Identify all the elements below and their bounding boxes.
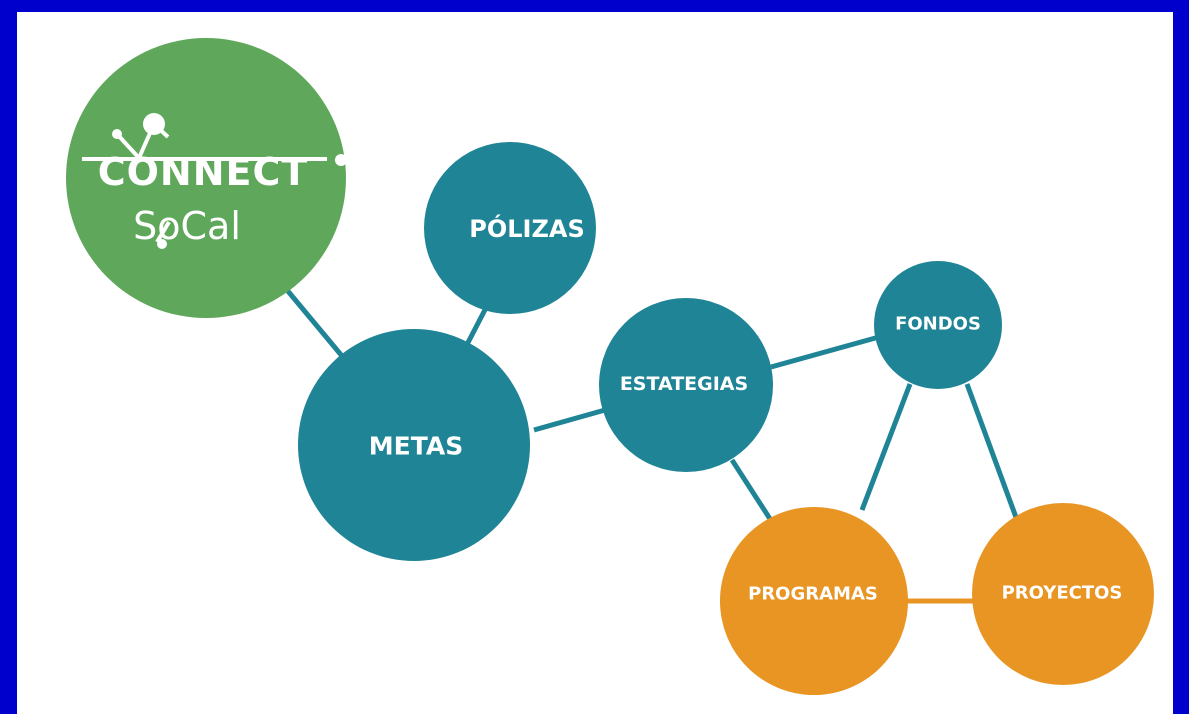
- connector-fondos-proyectos: [964, 383, 1020, 521]
- logo-connect-text: CONNECT: [98, 150, 309, 194]
- molecule-connection-icon: [82, 113, 347, 249]
- node-estategias-circle: [599, 298, 773, 472]
- node-polizas-circle: [424, 142, 596, 314]
- node-metas: METAS: [298, 329, 530, 561]
- connector-estategias-fondos: [770, 334, 880, 370]
- node-programas-label: PROGRAMAS: [748, 584, 878, 605]
- node-fondos: FONDOS: [874, 261, 1002, 389]
- node-proyectos: PROYECTOS: [972, 503, 1154, 685]
- node-fondos-label: FONDOS: [895, 314, 981, 335]
- connector-estategias-programas: [729, 458, 775, 524]
- logo-socal-text: SoCal: [133, 204, 241, 248]
- connector-lines: [285, 288, 1020, 604]
- node-programas-circle: [720, 507, 908, 695]
- node-fondos-circle: [874, 261, 1002, 389]
- node-proyectos-label: PROYECTOS: [1002, 583, 1123, 604]
- node-programas: PROGRAMAS: [720, 507, 908, 695]
- node-metas-label: METAS: [369, 432, 463, 461]
- connector-fondos-programas: [859, 383, 913, 511]
- diagram-canvas: CONNECT SoCal PÓLIZAS METAS ESTATEGIAS F…: [17, 12, 1173, 714]
- node-metas-circle: [298, 329, 530, 561]
- network-diagram: CONNECT SoCal PÓLIZAS METAS ESTATEGIAS F…: [66, 38, 1154, 695]
- node-polizas: PÓLIZAS: [424, 142, 596, 314]
- node-estategias: ESTATEGIAS: [599, 298, 773, 472]
- node-proyectos-circle: [972, 503, 1154, 685]
- node-estategias-label: ESTATEGIAS: [620, 373, 748, 395]
- connect-socal-logo: CONNECT SoCal: [66, 38, 347, 318]
- connector-logo-metas: [285, 288, 349, 364]
- node-polizas-label: PÓLIZAS: [469, 213, 584, 243]
- connector-metas-estategias: [533, 407, 606, 433]
- logo-circle: [66, 38, 346, 318]
